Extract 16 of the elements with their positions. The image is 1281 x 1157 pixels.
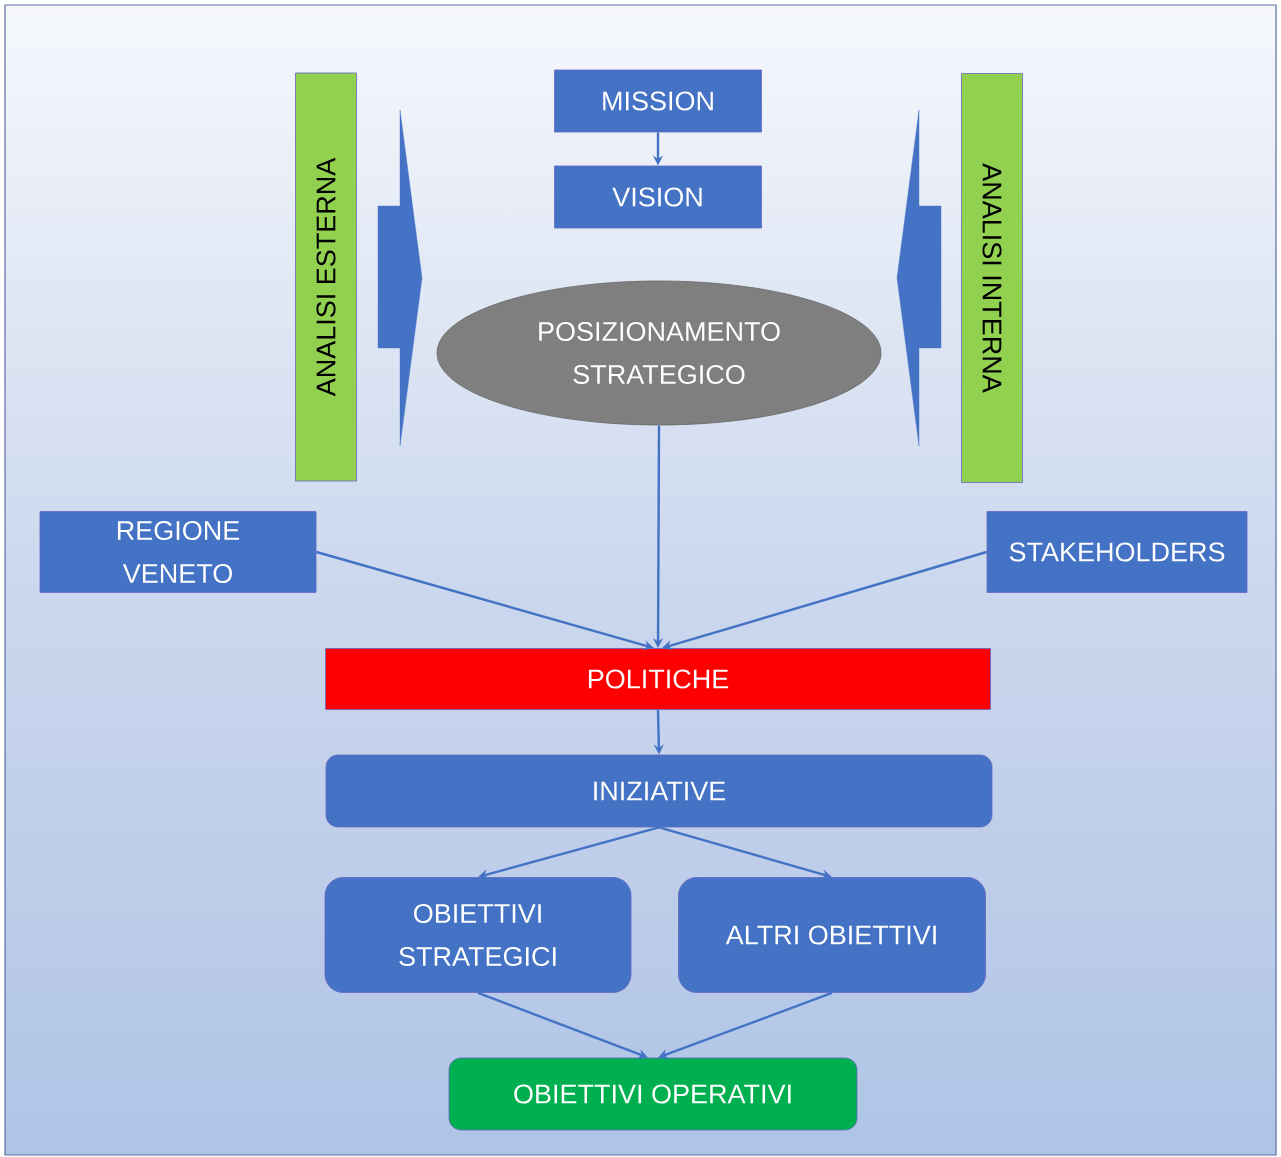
process-box: ANALISI INTERNA xyxy=(961,73,1023,483)
block-arrow xyxy=(377,109,423,447)
process-box: STAKEHOLDERS xyxy=(986,511,1248,593)
process-box: OBIETTIVI OPERATIVI xyxy=(448,1057,858,1131)
process-box: POLITICHE xyxy=(325,648,991,710)
process-box: ANALISI ESTERNA xyxy=(295,72,357,482)
process-box: ALTRI OBIETTIVI xyxy=(678,877,986,993)
process-box: INIZIATIVE xyxy=(325,754,993,828)
process-box: OBIETTIVI STRATEGICI xyxy=(324,877,632,993)
process-box: MISSION xyxy=(554,69,762,133)
process-box: REGIONE VENETO xyxy=(39,511,317,593)
block-arrow xyxy=(896,109,942,447)
arrow xyxy=(658,991,833,1059)
arrow xyxy=(662,550,987,651)
arrow xyxy=(477,991,648,1059)
process-box: VISION xyxy=(554,165,762,229)
